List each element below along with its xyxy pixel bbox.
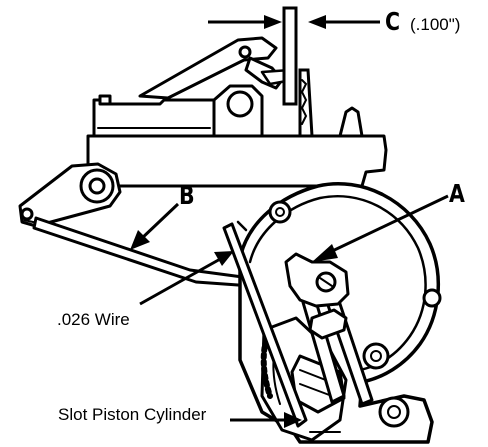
c-arrows (208, 15, 380, 29)
gauge-rod (282, 6, 314, 138)
label-a: A (449, 179, 465, 208)
label-slot-piston-cylinder: Slot Piston Cylinder (58, 405, 207, 424)
label-c: C (385, 7, 401, 36)
float-arm (284, 252, 374, 406)
wire-arrow (139, 251, 234, 306)
label-wire: .026 Wire (57, 310, 130, 329)
b-arrow (130, 202, 180, 250)
label-b: B (179, 181, 195, 210)
label-c-value: (.100") (410, 15, 461, 34)
slot-arrow (230, 412, 302, 428)
a-arrow (312, 194, 449, 262)
gauge-wire (222, 220, 308, 428)
upper-body (86, 36, 388, 188)
